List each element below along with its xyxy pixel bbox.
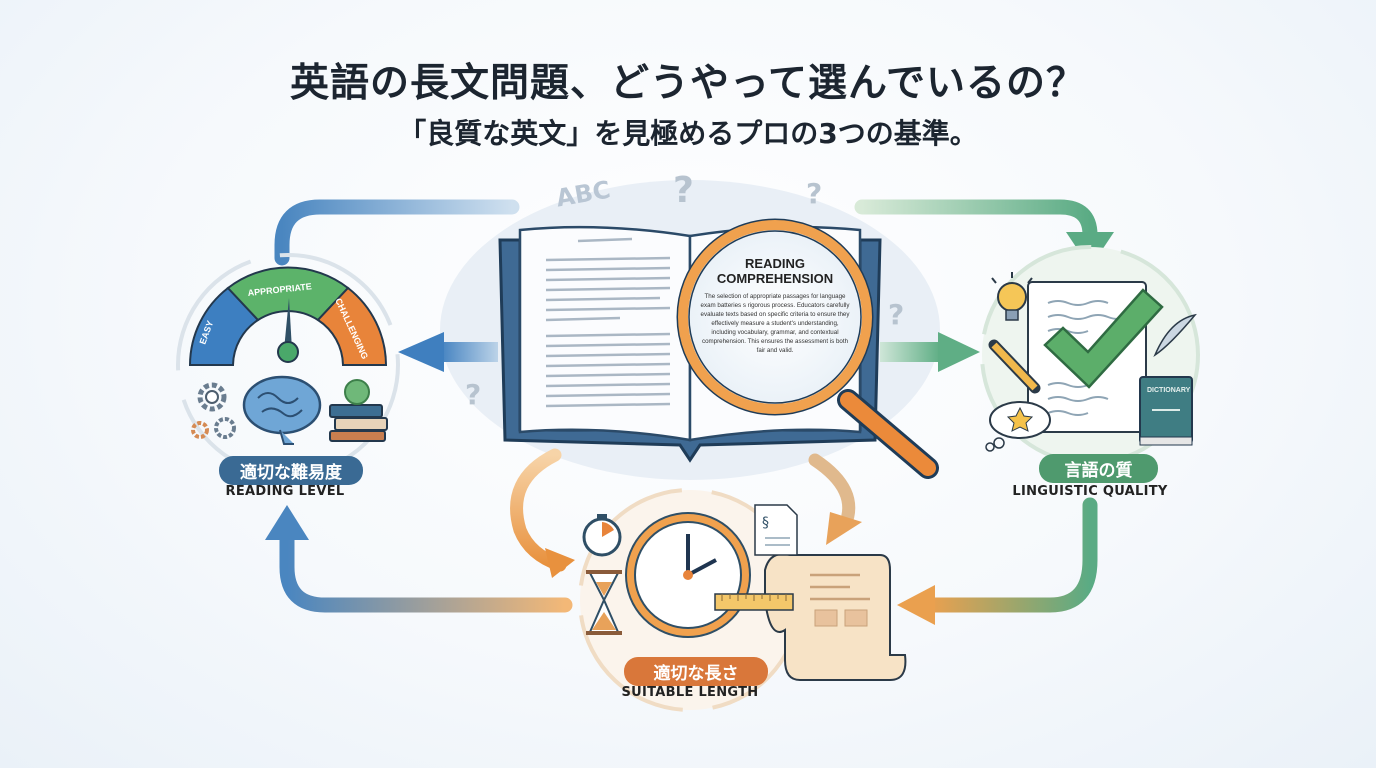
page-title: 英語の長文問題、どうやって選んでいるの？ (289, 61, 1087, 106)
lightbulb-icon (991, 272, 1033, 321)
lens-body-text: The selection of appropriate passages fo… (700, 293, 850, 354)
svg-text:§: § (762, 515, 769, 531)
reading-level-module: EASY APPROPRIATE CHALLENGING (176, 253, 400, 477)
dictionary-icon (1139, 376, 1193, 446)
section-document-icon: § (754, 504, 798, 556)
magnifying-glass-icon (676, 218, 939, 479)
reading-level-caption: READING LEVEL (225, 484, 345, 499)
scroll-icon (764, 553, 907, 681)
gears-icon (191, 382, 236, 439)
lens-title-line2: COMPREHENSION (716, 271, 834, 286)
dictionary-label: DICTIONARY (1147, 387, 1191, 394)
quill-icon (1153, 313, 1197, 358)
pencil-icon (988, 339, 1041, 394)
question-mark-decoration: ? (888, 298, 905, 331)
arrow-bottom-left (265, 505, 573, 613)
linguistic-quality-badge: 言語の質 (1039, 454, 1158, 483)
ruler-icon (714, 593, 794, 611)
lens-title-line1: READING (745, 256, 805, 271)
page-subtitle: 「良質な英文」を見極めるプロの3つの基準。 (398, 117, 978, 150)
reading-level-badge: 適切な難易度 (219, 456, 363, 485)
arrow-curve-right (808, 453, 862, 545)
question-mark-decoration: ? (806, 177, 823, 210)
books-apple-icon (329, 379, 388, 442)
arrow-center-right (880, 332, 980, 372)
hourglass-icon (586, 570, 622, 635)
linguistic-quality-caption: LINGUISTIC QUALITY (1012, 484, 1168, 499)
suitable-length-caption: SUITABLE LENGTH (621, 685, 759, 700)
clock-icon (625, 512, 751, 638)
star-cloud-icon (985, 401, 1051, 452)
magnifier-lens-content: READING COMPREHENSION The selection of a… (700, 256, 850, 355)
brain-icon (242, 375, 322, 445)
arrow-center-left (398, 332, 498, 372)
stopwatch-icon (582, 514, 622, 557)
linguistic-quality-module (980, 245, 1200, 465)
arrow-bottom-right (897, 497, 1098, 625)
difficulty-gauge-icon: EASY APPROPRIATE CHALLENGING (188, 266, 388, 366)
question-mark-decoration: ? (465, 378, 482, 411)
suitable-length-badge: 適切な長さ (624, 657, 768, 686)
suitable-length-module: § (578, 488, 907, 712)
question-mark-decoration: ? (673, 170, 694, 211)
checkmark-icon (1043, 288, 1164, 389)
arrow-top-left (274, 199, 520, 266)
arrow-curve-left (510, 448, 575, 578)
